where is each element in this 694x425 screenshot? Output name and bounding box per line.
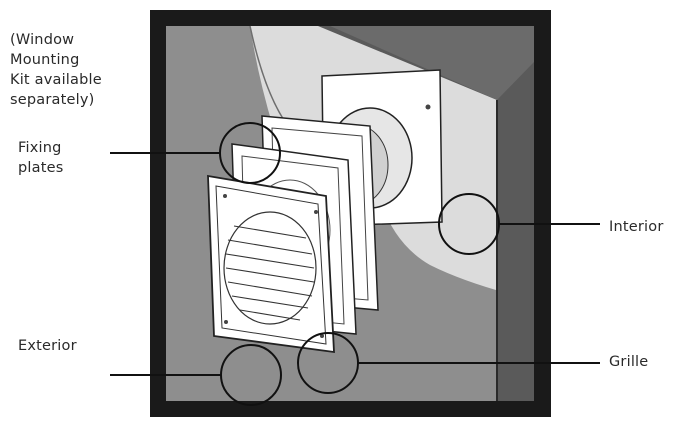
label-grille: Grille bbox=[609, 354, 649, 370]
window-kit-note: (Window Mounting Kit available separatel… bbox=[10, 32, 102, 108]
label-fixing-plates: Fixing plates bbox=[18, 140, 64, 176]
label-interior: Interior bbox=[609, 219, 664, 235]
grille-plate bbox=[207, 174, 335, 354]
grille-louvres bbox=[225, 225, 315, 321]
window-frame-inner bbox=[330, 26, 534, 100]
grille-louvre-ring bbox=[223, 211, 317, 325]
label-exterior: Exterior bbox=[18, 338, 77, 354]
